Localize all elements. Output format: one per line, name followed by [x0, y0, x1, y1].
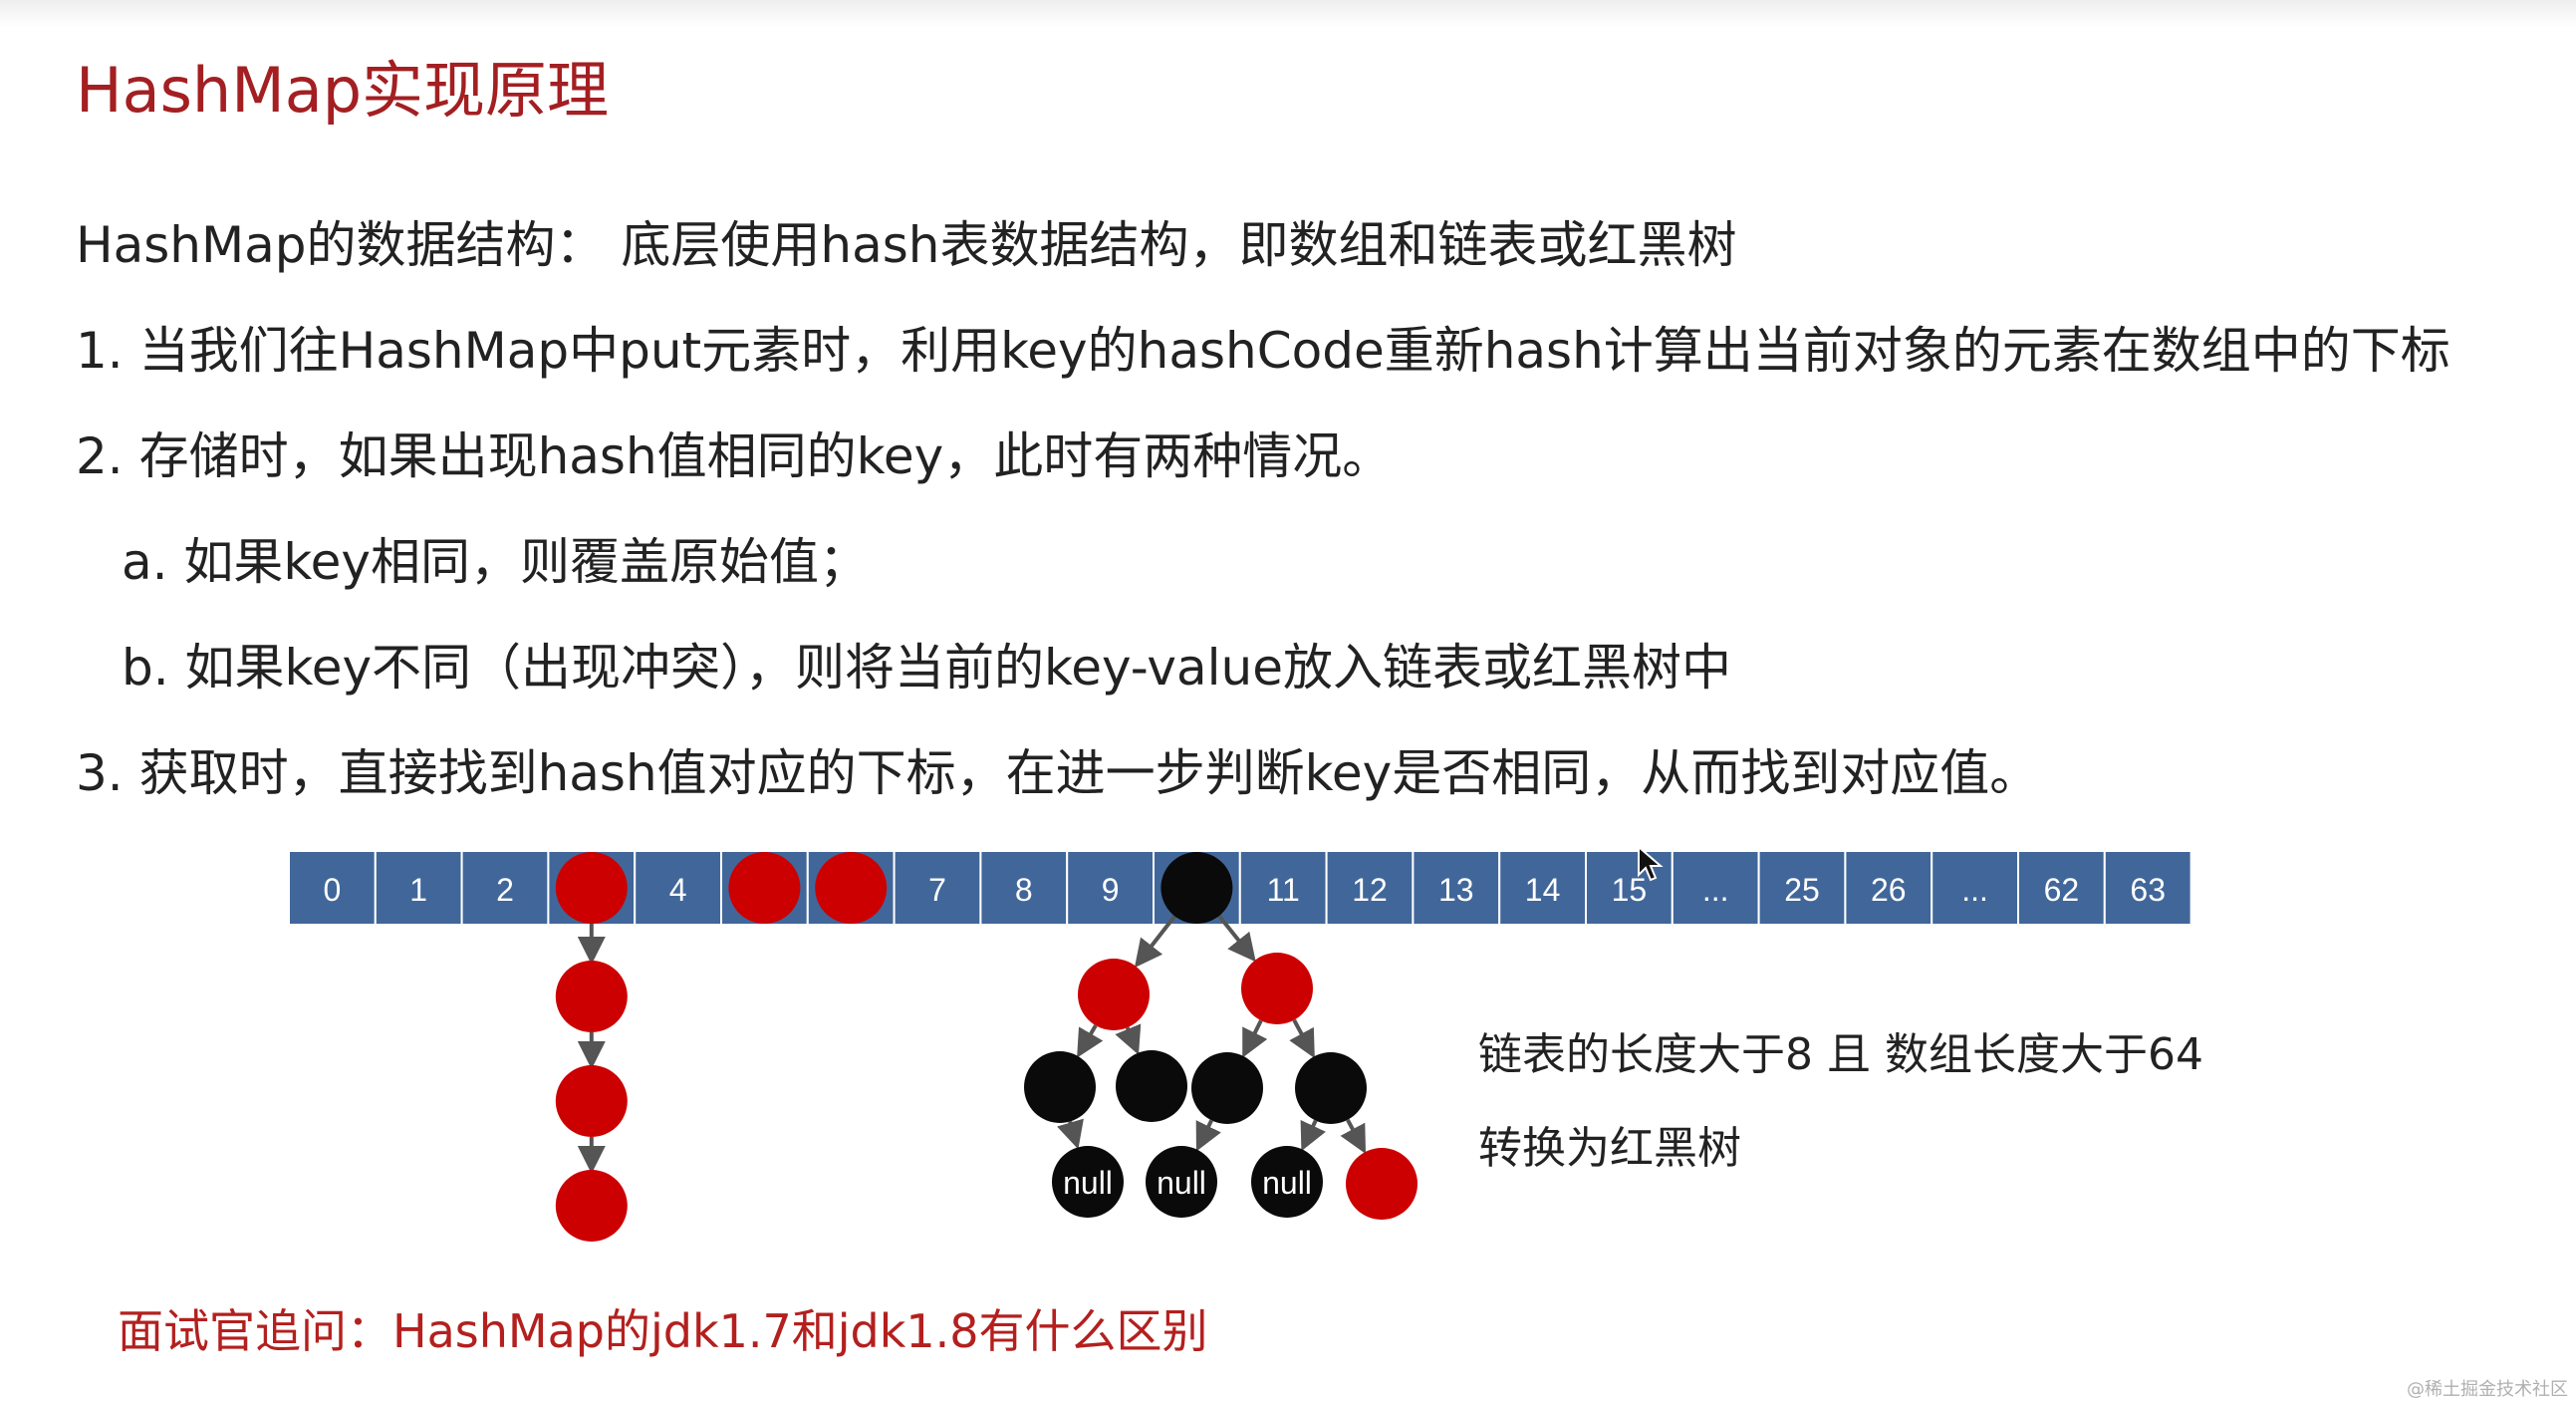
bucket-index-label: 2 [496, 872, 514, 908]
bucket-index-label: 11 [1267, 872, 1300, 908]
bucket-cell [1757, 850, 1847, 926]
step-2: 2. 存储时，如果出现hash值相同的key，此时有两种情况。 [76, 427, 1393, 485]
red-node [555, 1170, 628, 1242]
step-3: 3. 获取时，直接找到hash值对应的下标，在进一步判断key是否相同，从而找到… [76, 744, 2040, 802]
null-leaf-label: null [1157, 1165, 1206, 1201]
bucket-cell [634, 850, 723, 926]
bucket-cell [1931, 850, 2019, 926]
black-node [1024, 1051, 1096, 1123]
node-link-arrow [1300, 1119, 1326, 1152]
bucket-cell [893, 850, 982, 926]
structure-line: HashMap的数据结构： 底层使用hash表数据结构，即数组和链表或红黑树 [76, 216, 1737, 274]
black-node [1160, 852, 1233, 924]
bucket-cell [2017, 850, 2106, 926]
node-link-arrow [1289, 1018, 1315, 1059]
bucket-cell [1412, 850, 1501, 926]
red-node [1346, 1148, 1417, 1220]
black-node [1191, 1052, 1263, 1124]
node-link-arrow [1134, 915, 1176, 969]
black-node [1052, 1146, 1124, 1218]
bucket-index-label: 15 [1612, 872, 1648, 908]
bucket-index-label: 8 [1015, 872, 1033, 908]
node-link-arrow [1242, 1019, 1268, 1058]
node-link-arrow [1340, 1118, 1367, 1154]
black-node [1116, 1050, 1187, 1122]
slide-title: HashMap实现原理 [76, 54, 610, 127]
bucket-index-label: 1 [409, 872, 427, 908]
step-2a: a. 如果key相同，则覆盖原始值； [122, 533, 869, 591]
bucket-index-label: 12 [1352, 872, 1388, 908]
null-leaf-label: null [1063, 1165, 1113, 1201]
bucket-index-label: 9 [1102, 872, 1120, 908]
step-2b: b. 如果key不同（出现冲突），则将当前的key-value放入链表或红黑树中 [122, 639, 1731, 697]
bucket-index-label: 4 [669, 872, 687, 908]
bucket-index-label: 13 [1438, 872, 1474, 908]
step-1: 1. 当我们往HashMap中put元素时，利用key的hashCode重新ha… [76, 322, 2450, 380]
bucket-index-label: 14 [1525, 872, 1561, 908]
mouse-cursor-icon [1638, 845, 1664, 882]
top-gradient-band [0, 0, 2576, 28]
bucket-cell [1066, 850, 1155, 926]
interview-question: 面试官追问：HashMap的jdk1.7和jdk1.8有什么区别 [118, 1304, 1208, 1358]
node-link-arrow [1115, 1023, 1142, 1055]
bucket-index-label: ... [1961, 872, 1988, 908]
treeify-condition: 链表的长度大于8 且 数组长度大于64 [1478, 1029, 2203, 1080]
red-node [1241, 953, 1313, 1024]
node-link-arrow [1057, 1118, 1084, 1150]
treeify-result: 转换为红黑树 [1478, 1123, 1741, 1174]
node-layer: null null null [555, 852, 1417, 1242]
black-node [1251, 1146, 1323, 1218]
black-node [1146, 1146, 1217, 1218]
bucket-index-label: 25 [1784, 872, 1820, 908]
bucket-index-label: ... [1702, 872, 1729, 908]
node-link-arrow [1077, 1024, 1104, 1058]
bucket-cell [288, 850, 377, 926]
bucket-cell [1325, 850, 1415, 926]
bucket-index-label: 26 [1871, 872, 1907, 908]
bucket-cell [1238, 850, 1328, 926]
bucket-index-label: 63 [2130, 872, 2166, 908]
node-link-arrow [1195, 1119, 1221, 1152]
bucket-index-label: 7 [928, 872, 946, 908]
red-node [555, 852, 628, 924]
bucket-cell [2103, 850, 2192, 926]
bucket-index-label: 62 [2044, 872, 2080, 908]
watermark: @稀土掘金技术社区 [2407, 1379, 2568, 1400]
red-node [728, 852, 801, 924]
bucket-cell [460, 850, 550, 926]
red-node [555, 961, 628, 1032]
red-node [1078, 959, 1150, 1030]
bucket-cell [979, 850, 1069, 926]
bucket-cell [1844, 850, 1933, 926]
node-link-arrow [1217, 914, 1256, 963]
red-node [815, 852, 888, 924]
null-leaf-label: null [1262, 1165, 1312, 1201]
node-links [577, 914, 1367, 1174]
red-node [555, 1065, 628, 1137]
black-node [1295, 1052, 1367, 1124]
bucket-index-label: 0 [324, 872, 342, 908]
